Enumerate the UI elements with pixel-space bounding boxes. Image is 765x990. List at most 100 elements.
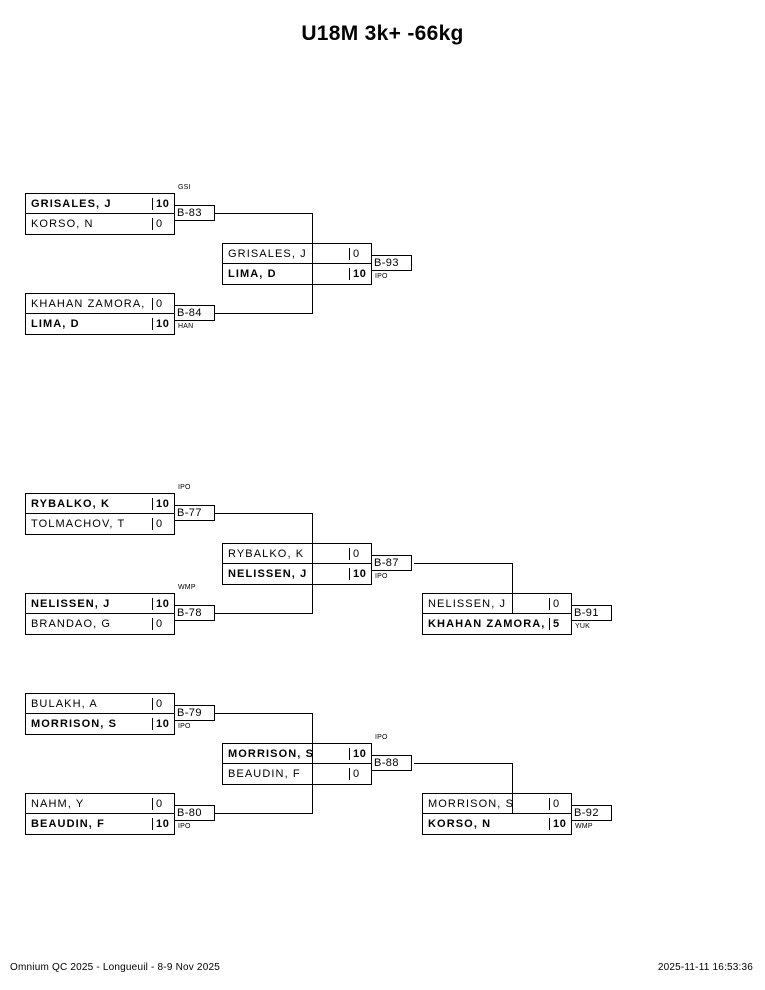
match-box[interactable]: RYBALKO, K 10 TOLMACHOV, T 0	[25, 493, 175, 535]
footer-timestamp: 2025-11-11 16:53:36	[657, 962, 753, 973]
match-code[interactable]: B-79	[174, 705, 215, 721]
competitor-score: 0	[549, 797, 571, 810]
competitor-name: NELISSEN, J	[228, 568, 308, 580]
match-slot[interactable]: NELISSEN, J 10	[223, 564, 371, 584]
competitor-score: 0	[152, 797, 174, 810]
match-slot[interactable]: KORSO, N 0	[26, 214, 174, 234]
competitor-name: KORSO, N	[428, 818, 492, 830]
match-code[interactable]: B-87	[371, 555, 412, 571]
competitor-score: 0	[152, 518, 174, 530]
connector-b79-out	[214, 713, 312, 714]
competitor-name: MORRISON, S	[428, 797, 515, 810]
connector-b92-in	[512, 813, 522, 814]
match-result-code: GSI	[178, 184, 191, 191]
competitor-score: 10	[349, 747, 371, 760]
match-code[interactable]: B-83	[174, 205, 215, 221]
match-code[interactable]: B-92	[571, 805, 612, 821]
match-result-code: IPO	[375, 573, 388, 580]
connector-b93-in	[312, 263, 322, 264]
match-result-code: WMP	[178, 584, 196, 591]
competitor-name: GRISALES, J	[228, 247, 307, 260]
match-slot[interactable]: LIMA, D 10	[26, 314, 174, 334]
competitor-name: NELISSEN, J	[31, 597, 111, 610]
match-result-code: IPO	[375, 273, 388, 280]
match-box[interactable]: NELISSEN, J 0 KHAHAN ZAMORA, 5	[422, 593, 572, 635]
match-slot[interactable]: GRISALES, J 10	[26, 194, 174, 214]
competitor-name: BEAUDIN, F	[228, 768, 301, 780]
competitor-name: TOLMACHOV, T	[31, 518, 126, 530]
match-result-code: HAN	[178, 323, 194, 330]
match-slot[interactable]: NELISSEN, J 10	[26, 594, 174, 614]
match-box[interactable]: BULAKH, A 0 MORRISON, S 10	[25, 693, 175, 735]
match-slot[interactable]: RYBALKO, K 0	[223, 544, 371, 564]
match-slot[interactable]: BULAKH, A 0	[26, 694, 174, 714]
match-slot[interactable]: MORRISON, S 0	[423, 794, 571, 814]
competitor-name: NAHM, Y	[31, 797, 85, 810]
competitor-name: LIMA, D	[31, 318, 80, 330]
match-slot[interactable]: TOLMACHOV, T 0	[26, 514, 174, 534]
match-code[interactable]: B-91	[571, 605, 612, 621]
footer-event-info: Omnium QC 2025 - Longueuil - 8-9 Nov 202…	[10, 962, 220, 973]
connector-b84-out	[214, 313, 312, 314]
match-box[interactable]: GRISALES, J 0 LIMA, D 10	[222, 243, 372, 285]
match-result-code: IPO	[178, 723, 191, 730]
match-slot[interactable]: NAHM, Y 0	[26, 794, 174, 814]
match-slot[interactable]: BRANDAO, G 0	[26, 614, 174, 634]
match-box[interactable]: RYBALKO, K 0 NELISSEN, J 10	[222, 543, 372, 585]
competitor-score: 5	[549, 618, 571, 630]
match-code[interactable]: B-84	[174, 305, 215, 321]
match-slot[interactable]: GRISALES, J 0	[223, 244, 371, 264]
connector-b88-forward	[414, 763, 512, 764]
match-box[interactable]: KHAHAN ZAMORA, 0 LIMA, D 10	[25, 293, 175, 335]
match-result-code: IPO	[375, 734, 388, 741]
match-result-code: YUK	[575, 623, 590, 630]
connector-b83-out	[214, 213, 312, 214]
match-code[interactable]: B-93	[371, 255, 412, 271]
connector-b92-join	[512, 763, 513, 814]
match-box[interactable]: NAHM, Y 0 BEAUDIN, F 10	[25, 793, 175, 835]
competitor-score: 10	[152, 818, 174, 830]
competitor-score: 0	[349, 247, 371, 260]
competitor-score: 10	[152, 497, 174, 510]
match-box[interactable]: NELISSEN, J 10 BRANDAO, G 0	[25, 593, 175, 635]
match-slot[interactable]: MORRISON, S 10	[223, 744, 371, 764]
match-box[interactable]: MORRISON, S 10 BEAUDIN, F 0	[222, 743, 372, 785]
competitor-score: 10	[152, 718, 174, 730]
match-slot[interactable]: NELISSEN, J 0	[423, 594, 571, 614]
competitor-name: MORRISON, S	[228, 747, 315, 760]
match-code[interactable]: B-80	[174, 805, 215, 821]
competitor-name: GRISALES, J	[31, 197, 112, 210]
competitor-name: LIMA, D	[228, 268, 277, 280]
competitor-score: 0	[349, 768, 371, 780]
match-slot[interactable]: BEAUDIN, F 10	[26, 814, 174, 834]
competitor-score: 0	[549, 597, 571, 610]
competitor-score: 0	[152, 618, 174, 630]
match-result-code: IPO	[178, 484, 191, 491]
connector-b88-in	[312, 763, 322, 764]
match-box[interactable]: GRISALES, J 10 KORSO, N 0	[25, 193, 175, 235]
match-slot[interactable]: LIMA, D 10	[223, 264, 371, 284]
match-slot[interactable]: KHAHAN ZAMORA, 5	[423, 614, 571, 634]
connector-b80-out	[214, 813, 312, 814]
match-box[interactable]: MORRISON, S 0 KORSO, N 10	[422, 793, 572, 835]
competitor-name: BULAKH, A	[31, 697, 98, 710]
match-slot[interactable]: KORSO, N 10	[423, 814, 571, 834]
page-title: U18M 3k+ -66kg	[301, 22, 464, 45]
match-code[interactable]: B-88	[371, 755, 412, 771]
competitor-score: 10	[549, 818, 571, 830]
competitor-name: MORRISON, S	[31, 718, 118, 730]
match-slot[interactable]: RYBALKO, K 10	[26, 494, 174, 514]
competitor-name: NELISSEN, J	[428, 597, 507, 610]
competitor-name: RYBALKO, K	[31, 497, 111, 510]
match-slot[interactable]: MORRISON, S 10	[26, 714, 174, 734]
match-slot[interactable]: KHAHAN ZAMORA, 0	[26, 294, 174, 314]
competitor-name: KHAHAN ZAMORA,	[428, 618, 546, 630]
match-result-code: WMP	[575, 823, 593, 830]
match-slot[interactable]: BEAUDIN, F 0	[223, 764, 371, 784]
competitor-score: 0	[152, 218, 174, 230]
connector-b77-out	[214, 513, 312, 514]
match-code[interactable]: B-77	[174, 505, 215, 521]
match-code[interactable]: B-78	[174, 605, 215, 621]
competitor-score: 10	[152, 197, 174, 210]
connector-b87-in	[312, 563, 322, 564]
